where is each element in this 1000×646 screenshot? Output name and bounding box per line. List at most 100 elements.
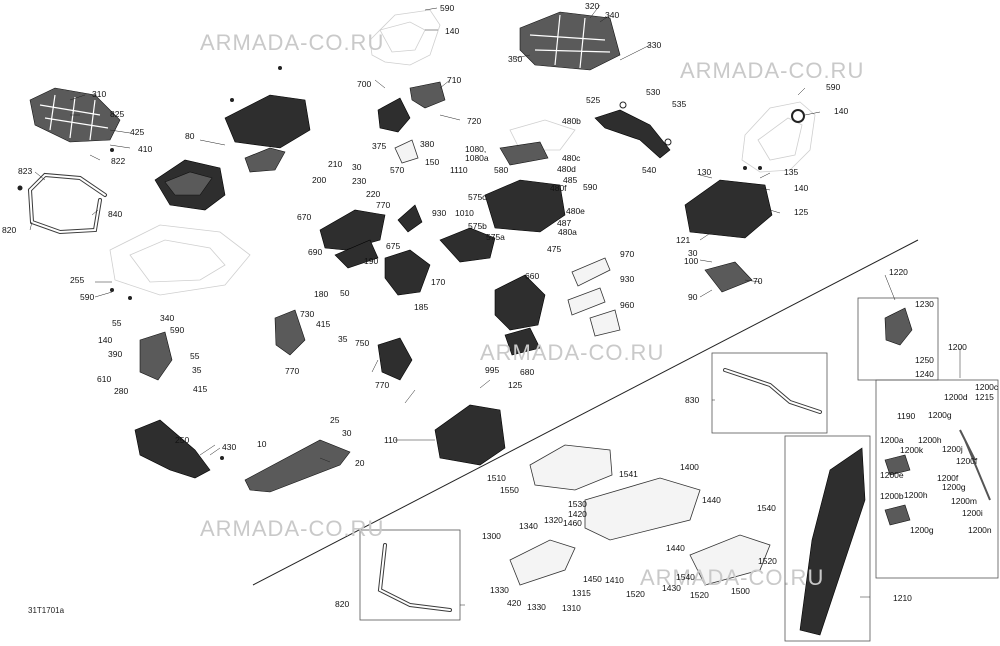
callout-label: 170 bbox=[431, 277, 446, 287]
callout-label: 140 bbox=[98, 335, 113, 345]
callout-label: 1530 bbox=[568, 499, 587, 509]
callout-label: 1200f bbox=[937, 473, 959, 483]
callout-label: 250 bbox=[175, 435, 190, 445]
callout-label: 750 bbox=[355, 338, 370, 348]
plate-70 bbox=[704, 261, 753, 293]
callout-label: 255 bbox=[70, 275, 85, 285]
skid-plate-1510 bbox=[529, 444, 613, 491]
callout-label: 340 bbox=[605, 10, 620, 20]
callout-label: 110 bbox=[384, 435, 398, 445]
callout-label: 590 bbox=[440, 3, 455, 13]
hardware-dots bbox=[17, 66, 805, 460]
callout-label: 1440 bbox=[666, 543, 685, 553]
rack-320 bbox=[519, 11, 621, 71]
callout-label: 1200g bbox=[942, 482, 966, 492]
callout-label: 35 bbox=[192, 365, 202, 375]
watermark: ARMADA-CO.RU bbox=[200, 516, 385, 541]
callout-label: 480f bbox=[550, 183, 567, 193]
cover-660 bbox=[494, 274, 546, 356]
callout-label: 480a bbox=[558, 227, 577, 237]
callout-label: 1541 bbox=[619, 469, 638, 479]
callout-label: 960 bbox=[620, 300, 635, 310]
callout-label: 690 bbox=[308, 247, 323, 257]
callout-label: 140 bbox=[794, 183, 809, 193]
leader-lines bbox=[29, 4, 961, 606]
callout-label: 1315 bbox=[572, 588, 591, 598]
callout-label: 1320 bbox=[544, 515, 563, 525]
skid-plate-1400 bbox=[584, 477, 701, 541]
callout-label: 310 bbox=[92, 89, 107, 99]
callout-label: 415 bbox=[316, 319, 331, 329]
callout-label: 1190 bbox=[897, 411, 916, 421]
callout-label: 320 bbox=[585, 1, 600, 11]
callout-label: 125 bbox=[508, 380, 523, 390]
fender-80 bbox=[154, 159, 226, 211]
callout-label: 130 bbox=[697, 167, 712, 177]
callout-label: 1330 bbox=[490, 585, 509, 595]
callout-label: 420 bbox=[507, 598, 522, 608]
callout-label: 150 bbox=[425, 157, 440, 167]
callout-label: 185 bbox=[414, 302, 429, 312]
callout-label: 10 bbox=[257, 439, 267, 449]
callout-label: 670 bbox=[297, 212, 312, 222]
callout-label: 770 bbox=[375, 380, 390, 390]
callout-label: 415 bbox=[193, 384, 208, 394]
callout-label: 1080, 1080a bbox=[465, 144, 489, 163]
callout-label: 1330 bbox=[527, 602, 546, 612]
callout-label: 1410 bbox=[605, 575, 624, 585]
callout-label: 1200m bbox=[951, 496, 977, 506]
bumper-820-left bbox=[28, 172, 107, 235]
callout-label: 570 bbox=[390, 165, 405, 175]
callout-label: 1200a bbox=[880, 435, 904, 445]
watermark: ARMADA-CO.RU bbox=[200, 30, 385, 55]
callout-label: 1540 bbox=[757, 503, 776, 513]
callout-label: 480b bbox=[562, 116, 581, 126]
ghost-outline-right bbox=[741, 101, 816, 173]
footwell-10 bbox=[244, 439, 351, 493]
callout-label: 1220 bbox=[889, 267, 908, 277]
callout-label: 480e bbox=[566, 206, 585, 216]
callout-label: 525 bbox=[586, 95, 601, 105]
callout-label: 1310 bbox=[562, 603, 581, 613]
callout-label: 540 bbox=[642, 165, 657, 175]
callout-label: 720 bbox=[467, 116, 482, 126]
mount-1200 bbox=[884, 429, 991, 526]
callout-label: 675 bbox=[386, 241, 401, 251]
callout-label: 1250 bbox=[915, 355, 934, 365]
callout-label: 1460 bbox=[563, 518, 582, 528]
callout-label: 580 bbox=[494, 165, 509, 175]
callout-label: 535 bbox=[672, 99, 687, 109]
callout-label: 1520 bbox=[626, 589, 645, 599]
callout-label: 1520 bbox=[690, 590, 709, 600]
bumper-830 bbox=[723, 368, 822, 414]
callout-label: 1430 bbox=[662, 583, 681, 593]
callout-label: 30 bbox=[688, 248, 698, 258]
callout-label: 25 bbox=[330, 415, 340, 425]
callout-label: 825 bbox=[110, 109, 125, 119]
callout-label: 575b bbox=[468, 221, 487, 231]
callout-label: 50 bbox=[340, 288, 350, 298]
callout-label: 1300 bbox=[482, 531, 501, 541]
callout-label: 1200e bbox=[880, 470, 904, 480]
callout-label: 822 bbox=[111, 156, 126, 166]
callout-label: 280 bbox=[114, 386, 129, 396]
callout-label: 1200g bbox=[928, 410, 952, 420]
callout-label: 390 bbox=[108, 349, 123, 359]
callout-label: 680 bbox=[520, 367, 535, 377]
callout-label: 1200f bbox=[956, 456, 978, 466]
ghost-outline-left bbox=[109, 224, 251, 296]
callout-label: 480d bbox=[557, 164, 576, 174]
bracket-170 bbox=[384, 249, 431, 296]
callout-label: 770 bbox=[285, 366, 300, 376]
callout-label: 375 bbox=[372, 141, 387, 151]
part-730 bbox=[274, 309, 306, 356]
box-1210 bbox=[784, 435, 871, 642]
box-830 bbox=[711, 352, 828, 434]
callout-label: 575a bbox=[486, 232, 505, 242]
watermark: ARMADA-CO.RU bbox=[480, 340, 665, 365]
callout-label: 700 bbox=[357, 79, 372, 89]
part-750 bbox=[377, 337, 413, 381]
callout-label: 1215 bbox=[975, 392, 994, 402]
rail-525 bbox=[594, 109, 671, 159]
